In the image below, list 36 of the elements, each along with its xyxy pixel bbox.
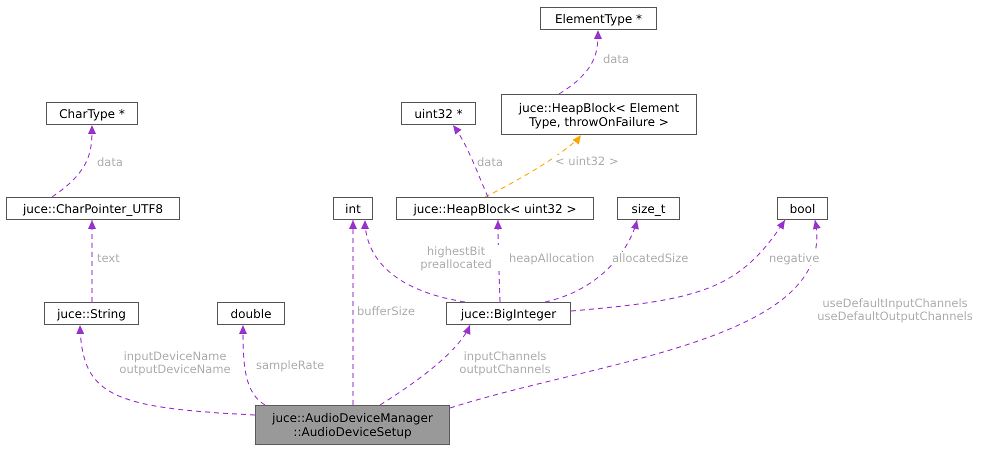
class-box: juce::BigInteger [446, 302, 571, 325]
dashed-arrow [452, 124, 488, 198]
edge-label: sampleRate [256, 359, 324, 372]
edge-label: heapAllocation [509, 252, 594, 265]
dashed-arrow [558, 30, 602, 94]
class-box: juce::AudioDeviceManager ::AudioDeviceSetup [255, 405, 450, 445]
edge-label: text [97, 252, 120, 265]
class-box: bool [777, 197, 828, 220]
class-box: size_t [617, 197, 680, 220]
class-box: ElementType * [540, 7, 657, 30]
dashed-arrow [544, 220, 638, 302]
class-box: CharType * [46, 102, 138, 125]
class-box: int [333, 197, 373, 220]
edge-label: allocatedSize [612, 252, 688, 265]
dashed-arrow [52, 124, 96, 198]
dashed-arrow [88, 220, 96, 302]
edge-label: data [477, 156, 503, 169]
dashed-arrow [380, 324, 470, 406]
class-box: juce::HeapBlock< uint32 > [396, 197, 594, 220]
class-box: juce::HeapBlock< Element Type, throwOnFailure > [501, 94, 697, 135]
dashed-arrow [450, 220, 820, 408]
edge-label: data [603, 53, 629, 66]
class-box: double [217, 302, 285, 325]
dashed-arrow [362, 220, 466, 302]
edge-label: bufferSize [357, 305, 415, 318]
dashed-arrow [570, 220, 786, 312]
dashed-arrow [76, 324, 256, 416]
class-box: juce::String [44, 302, 139, 325]
edge-label: negative [769, 252, 820, 265]
dashed-arrow [484, 134, 582, 198]
edge-label: data [97, 156, 123, 169]
class-box: uint32 * [401, 102, 476, 125]
edge-label: < uint32 > [555, 155, 618, 168]
dashed-arrow [239, 324, 266, 406]
class-box: juce::CharPointer_UTF8 [6, 197, 180, 220]
dashed-arrow [349, 220, 357, 406]
